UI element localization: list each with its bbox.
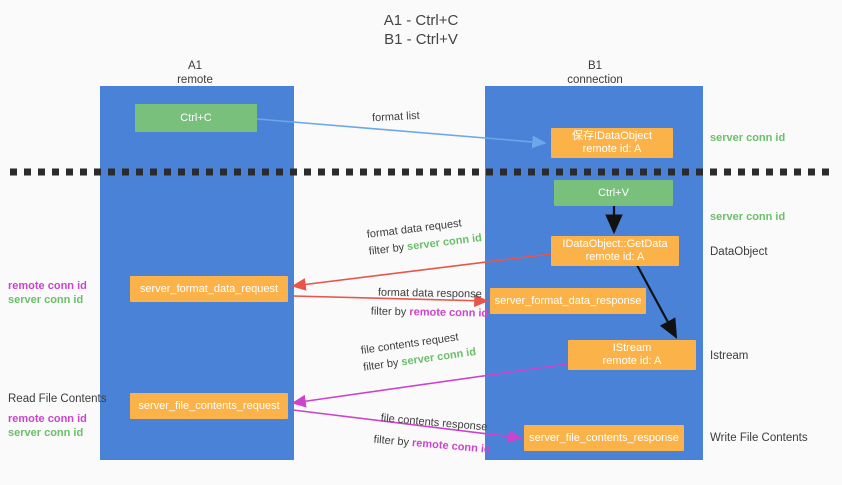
node-save-dataobject-line2: remote id: A xyxy=(582,143,642,155)
annotation-format-list: format list xyxy=(372,109,420,125)
annotation-format-data-response-filter-value: remote conn id xyxy=(409,306,489,320)
column-header-a1-sub: remote xyxy=(177,74,213,86)
node-file-contents-request-label: server_file_contents_request xyxy=(138,399,280,412)
column-header-b1-sub: connection xyxy=(567,74,623,86)
left-label-remote-conn-id-1: remote conn id xyxy=(8,280,87,292)
node-format-data-request-label: server_format_data_request xyxy=(139,282,279,295)
node-ctrl-c-label: Ctrl+C xyxy=(180,111,212,124)
annotation-format-list-text: format list xyxy=(371,109,420,125)
left-label-server-conn-id-1: server conn id xyxy=(8,294,84,306)
annotation-file-contents-response-filter-prefix: filter by xyxy=(373,433,413,449)
right-label-dataobject: DataObject xyxy=(710,246,768,258)
node-istream-line2: remote id: A xyxy=(602,355,662,367)
right-label-istream: Istream xyxy=(710,350,749,362)
node-getdata[interactable]: IDataObject::GetData remote id: A xyxy=(551,236,679,266)
annotation-format-data-response-filter-prefix: filter by xyxy=(370,305,410,319)
node-getdata-line2: remote id: A xyxy=(585,251,645,263)
annotation-file-contents-response-filter-value: remote conn id xyxy=(411,436,492,456)
node-format-data-request[interactable]: server_format_data_request xyxy=(130,276,288,302)
node-istream[interactable]: IStream remote id: A xyxy=(568,340,696,370)
column-header-b1-name: B1 xyxy=(587,60,603,72)
node-ctrl-v-label: Ctrl+V xyxy=(598,186,629,199)
left-label-remote-conn-id-2: remote conn id xyxy=(8,413,87,425)
node-save-dataobject-line1: 保存IDataObject xyxy=(571,130,653,142)
node-format-data-response-label: server_format_data_response xyxy=(494,294,642,307)
annotation-format-data-response-title: format data response xyxy=(377,286,482,301)
page-title-line2: B1 - Ctrl+V xyxy=(384,31,458,48)
node-file-contents-response[interactable]: server_file_contents_response xyxy=(524,425,684,451)
annotation-format-data-response: format data response filter by remote co… xyxy=(339,285,520,321)
annotation-format-data-response-filter: filter by remote conn id xyxy=(339,304,519,321)
node-getdata-line1: IDataObject::GetData xyxy=(562,238,668,250)
annotation-format-data-request: format data request filter by server con… xyxy=(366,214,483,259)
node-file-contents-request[interactable]: server_file_contents_request xyxy=(130,393,288,419)
annotation-file-contents-request: file contents request filter by server c… xyxy=(360,328,477,375)
column-header-a1-name: A1 xyxy=(187,60,203,72)
node-file-contents-response-label: server_file_contents_response xyxy=(529,431,679,444)
node-ctrl-c[interactable]: Ctrl+C xyxy=(135,104,257,132)
annotation-format-data-request-filter-prefix: filter by xyxy=(368,241,408,258)
page-title-line1: A1 - Ctrl+C xyxy=(383,12,459,29)
node-istream-line1: IStream xyxy=(612,342,652,354)
right-label-server-conn-id-top: server conn id xyxy=(710,132,786,144)
column-header-b1: B1 connection xyxy=(515,59,675,87)
node-save-dataobject[interactable]: 保存IDataObject remote id: A xyxy=(551,128,673,158)
right-label-write-file-contents: Write File Contents xyxy=(710,432,808,444)
column-header-a1: A1 remote xyxy=(115,59,275,87)
annotation-file-contents-request-filter-prefix: filter by xyxy=(362,356,403,374)
left-label-server-conn-id-2: server conn id xyxy=(8,427,84,439)
node-ctrl-v[interactable]: Ctrl+V xyxy=(554,180,673,206)
left-label-read-file-contents: Read File Contents xyxy=(8,393,107,405)
node-format-data-response[interactable]: server_format_data_response xyxy=(490,288,646,314)
right-label-server-conn-id-mid: server conn id xyxy=(710,211,786,223)
